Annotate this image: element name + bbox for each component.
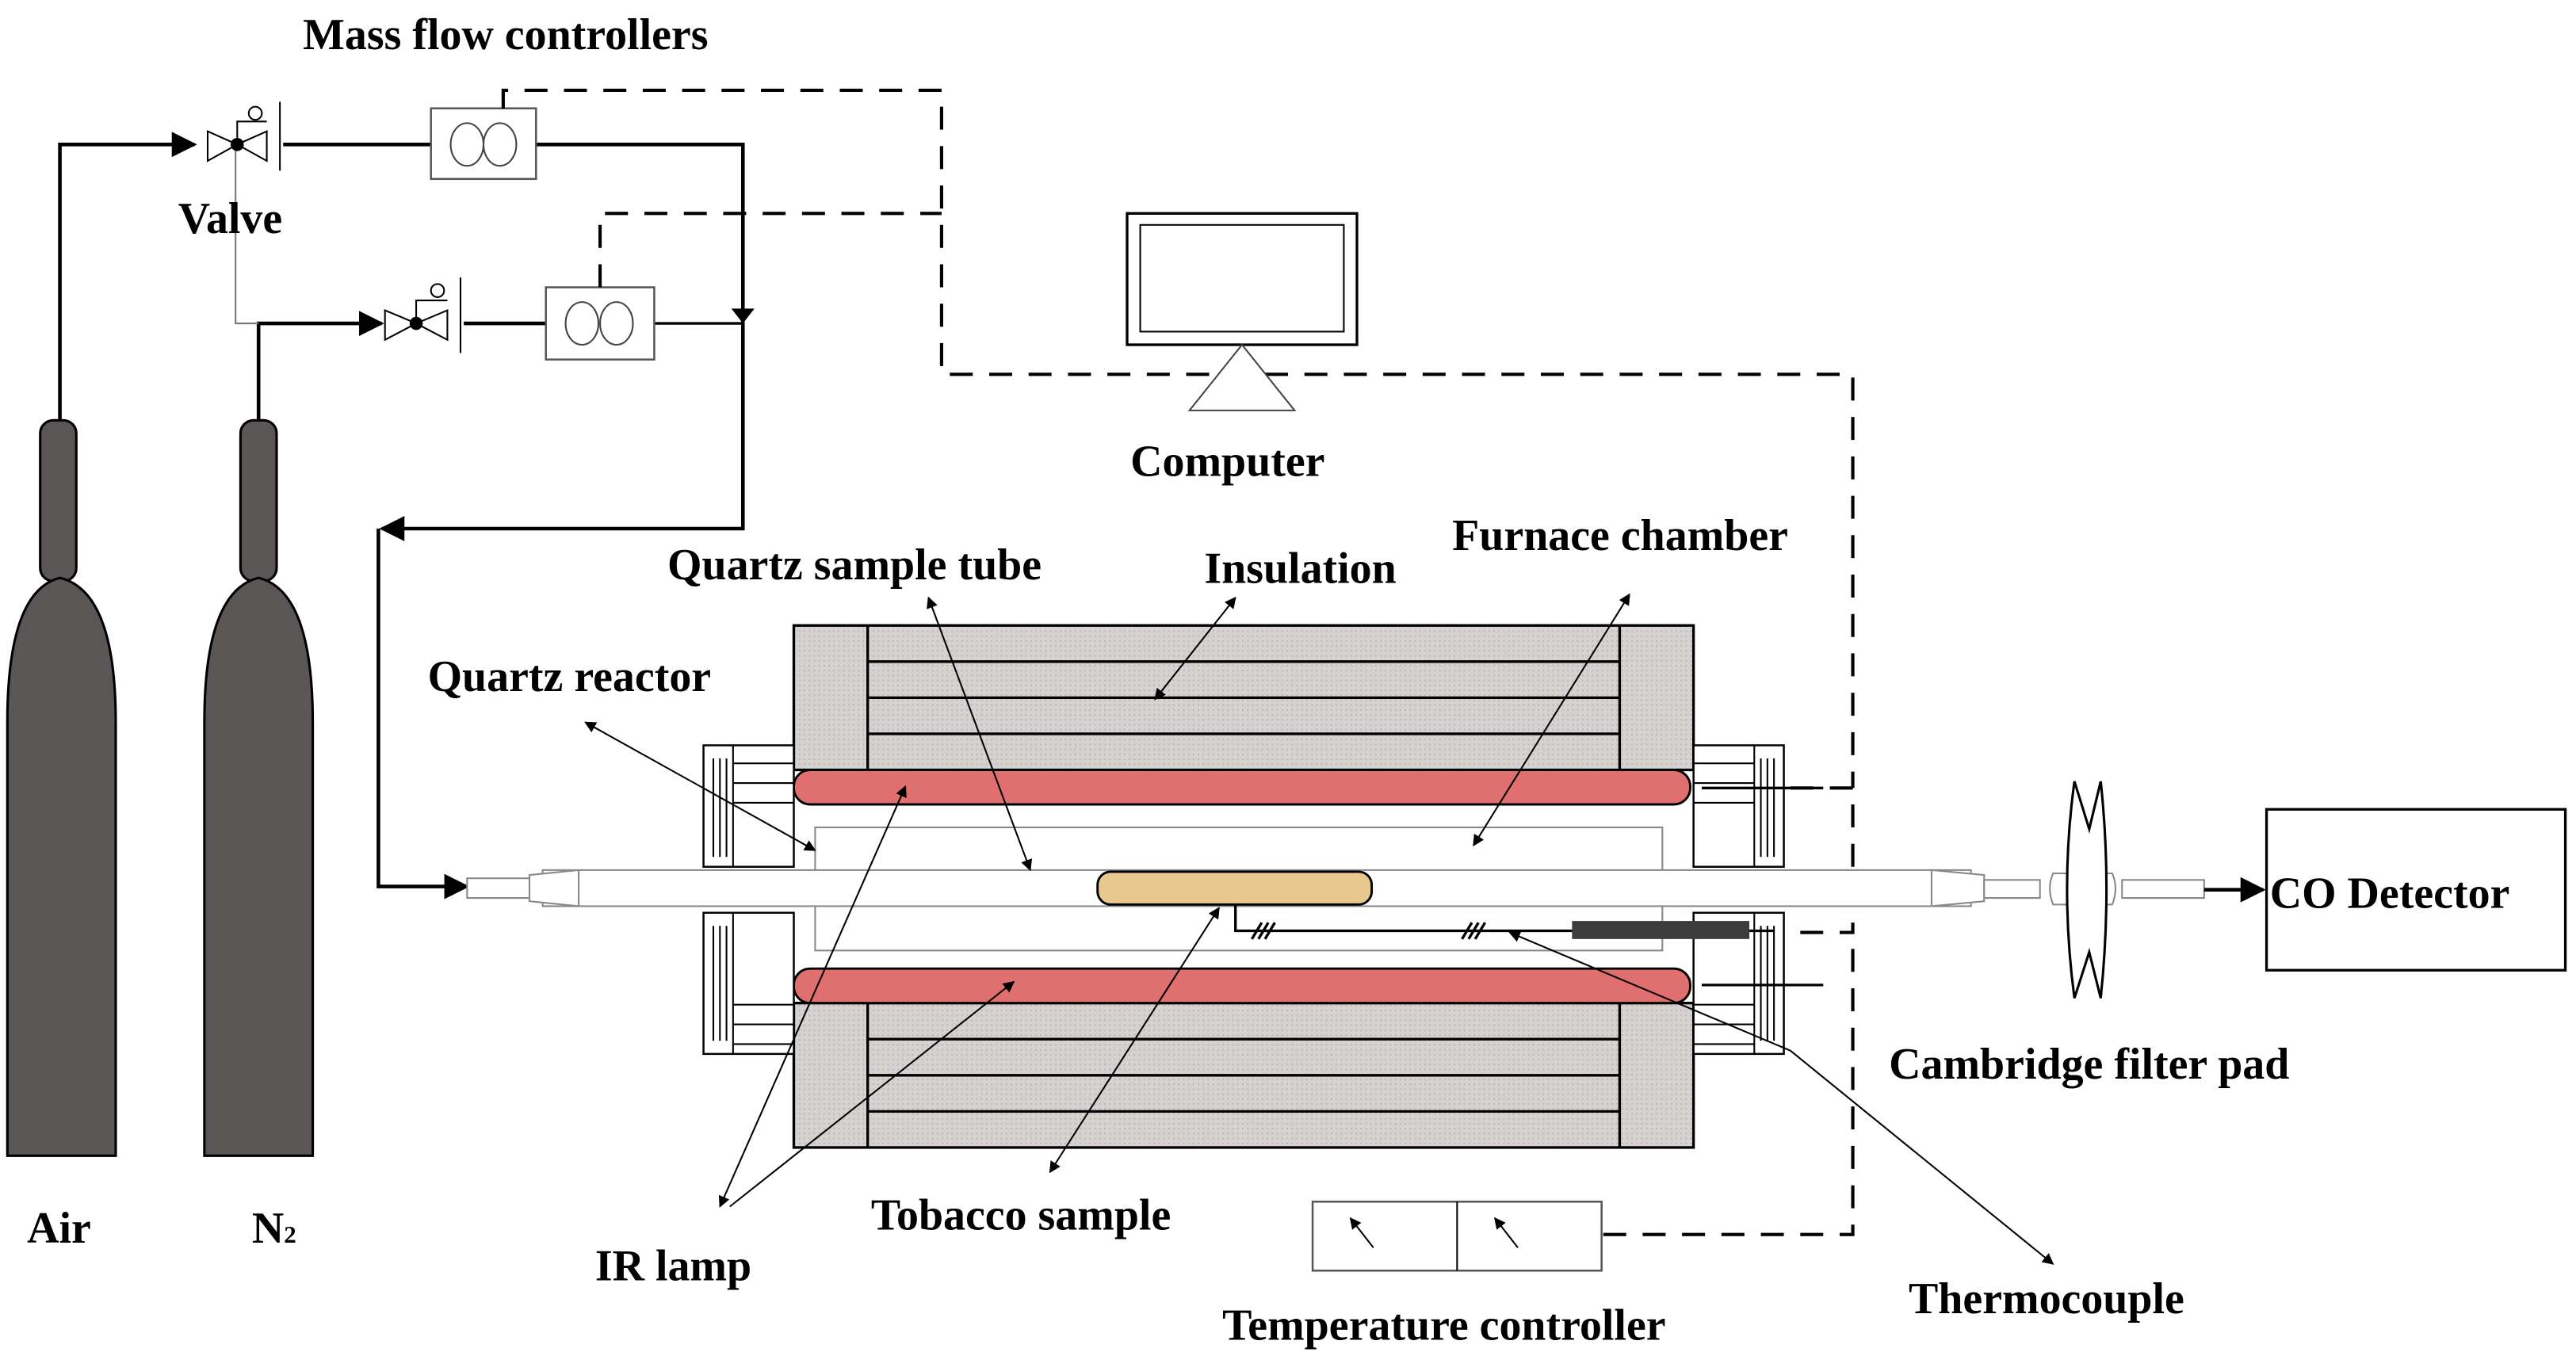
n2-gas-line [256,311,743,421]
gauge-needle-2 [1494,1217,1519,1248]
lamp-holder-left-upper [702,744,795,868]
leader-tobacco-sample [1049,907,1220,1174]
outlet-line [1983,879,2041,900]
signal-line-mfc-n2 [598,212,942,288]
mass-flow-controllers-label: Mass flow controllers [303,10,708,59]
ir-lamp-label: IR lamp [595,1242,751,1291]
tobacco-sample [1096,870,1374,906]
co-detector-label: CO Detector [2270,869,2510,919]
gauge-needle-1 [1349,1217,1374,1248]
valve-air[interactable] [206,101,281,171]
leader-furnace-chamber [1473,593,1630,847]
bypass-line [235,144,259,325]
ir-lamp-lower [793,967,1691,1005]
cambridge-filter-pad-label: Cambridge filter pad [1889,1040,2289,1089]
signal-line-mfc-air [501,88,1855,789]
lower-insulation [792,1001,1695,1149]
tobacco-sample-label: Tobacco sample [871,1191,1171,1240]
valve-n2[interactable] [384,277,462,353]
quartz-reactor-label: Quartz reactor [428,652,712,701]
computer-label: Computer [1130,437,1324,487]
n2-label-subscript: 2 [284,1220,296,1248]
valve-label: Valve [178,194,283,243]
signal-line-temperature-controller [1603,932,1855,1236]
leader-ir-lamp-upper [718,785,907,1208]
air-gas-line [58,132,745,421]
lamp-holder-right-upper [1692,744,1824,868]
mfc-n2[interactable] [545,286,655,361]
cambridge-filter-pad [2049,781,2205,999]
leader-thermocouple [1508,930,1791,1052]
temperature-controller[interactable] [1311,1201,1603,1272]
leader-thermocouple-lower [1790,1049,2054,1265]
signal-line-furnace [1790,786,1855,934]
n2-label-main: N [252,1204,284,1253]
air-label: Air [27,1204,91,1253]
furnace [466,624,1986,1149]
ir-lamp-upper [793,769,1691,806]
n2-label: N2 [252,1204,296,1253]
lamp-holder-left-lower [702,911,795,1056]
reactor-inlet-line [376,529,470,900]
n2-cylinder [203,418,315,1157]
thermocouple-label: Thermocouple [1909,1274,2184,1324]
feed-line [379,319,745,541]
merge-arrow [731,308,755,324]
thermocouple [1234,904,1775,940]
leader-ir-lamp-lower [729,980,1015,1208]
leader-quartz-sample-tube [927,596,1033,872]
co-detector[interactable] [2265,808,2567,972]
temperature-controller-label: Temperature controller [1222,1301,1665,1350]
leader-insulation [1154,596,1236,701]
mfc-air[interactable] [430,107,537,181]
insulation-label: Insulation [1204,544,1396,593]
upper-insulation [792,624,1695,772]
computer[interactable] [1126,212,1359,411]
furnace-chamber-label: Furnace chamber [1452,511,1788,560]
quartz-sample-tube-label: Quartz sample tube [667,540,1041,590]
air-cylinder [6,418,117,1157]
